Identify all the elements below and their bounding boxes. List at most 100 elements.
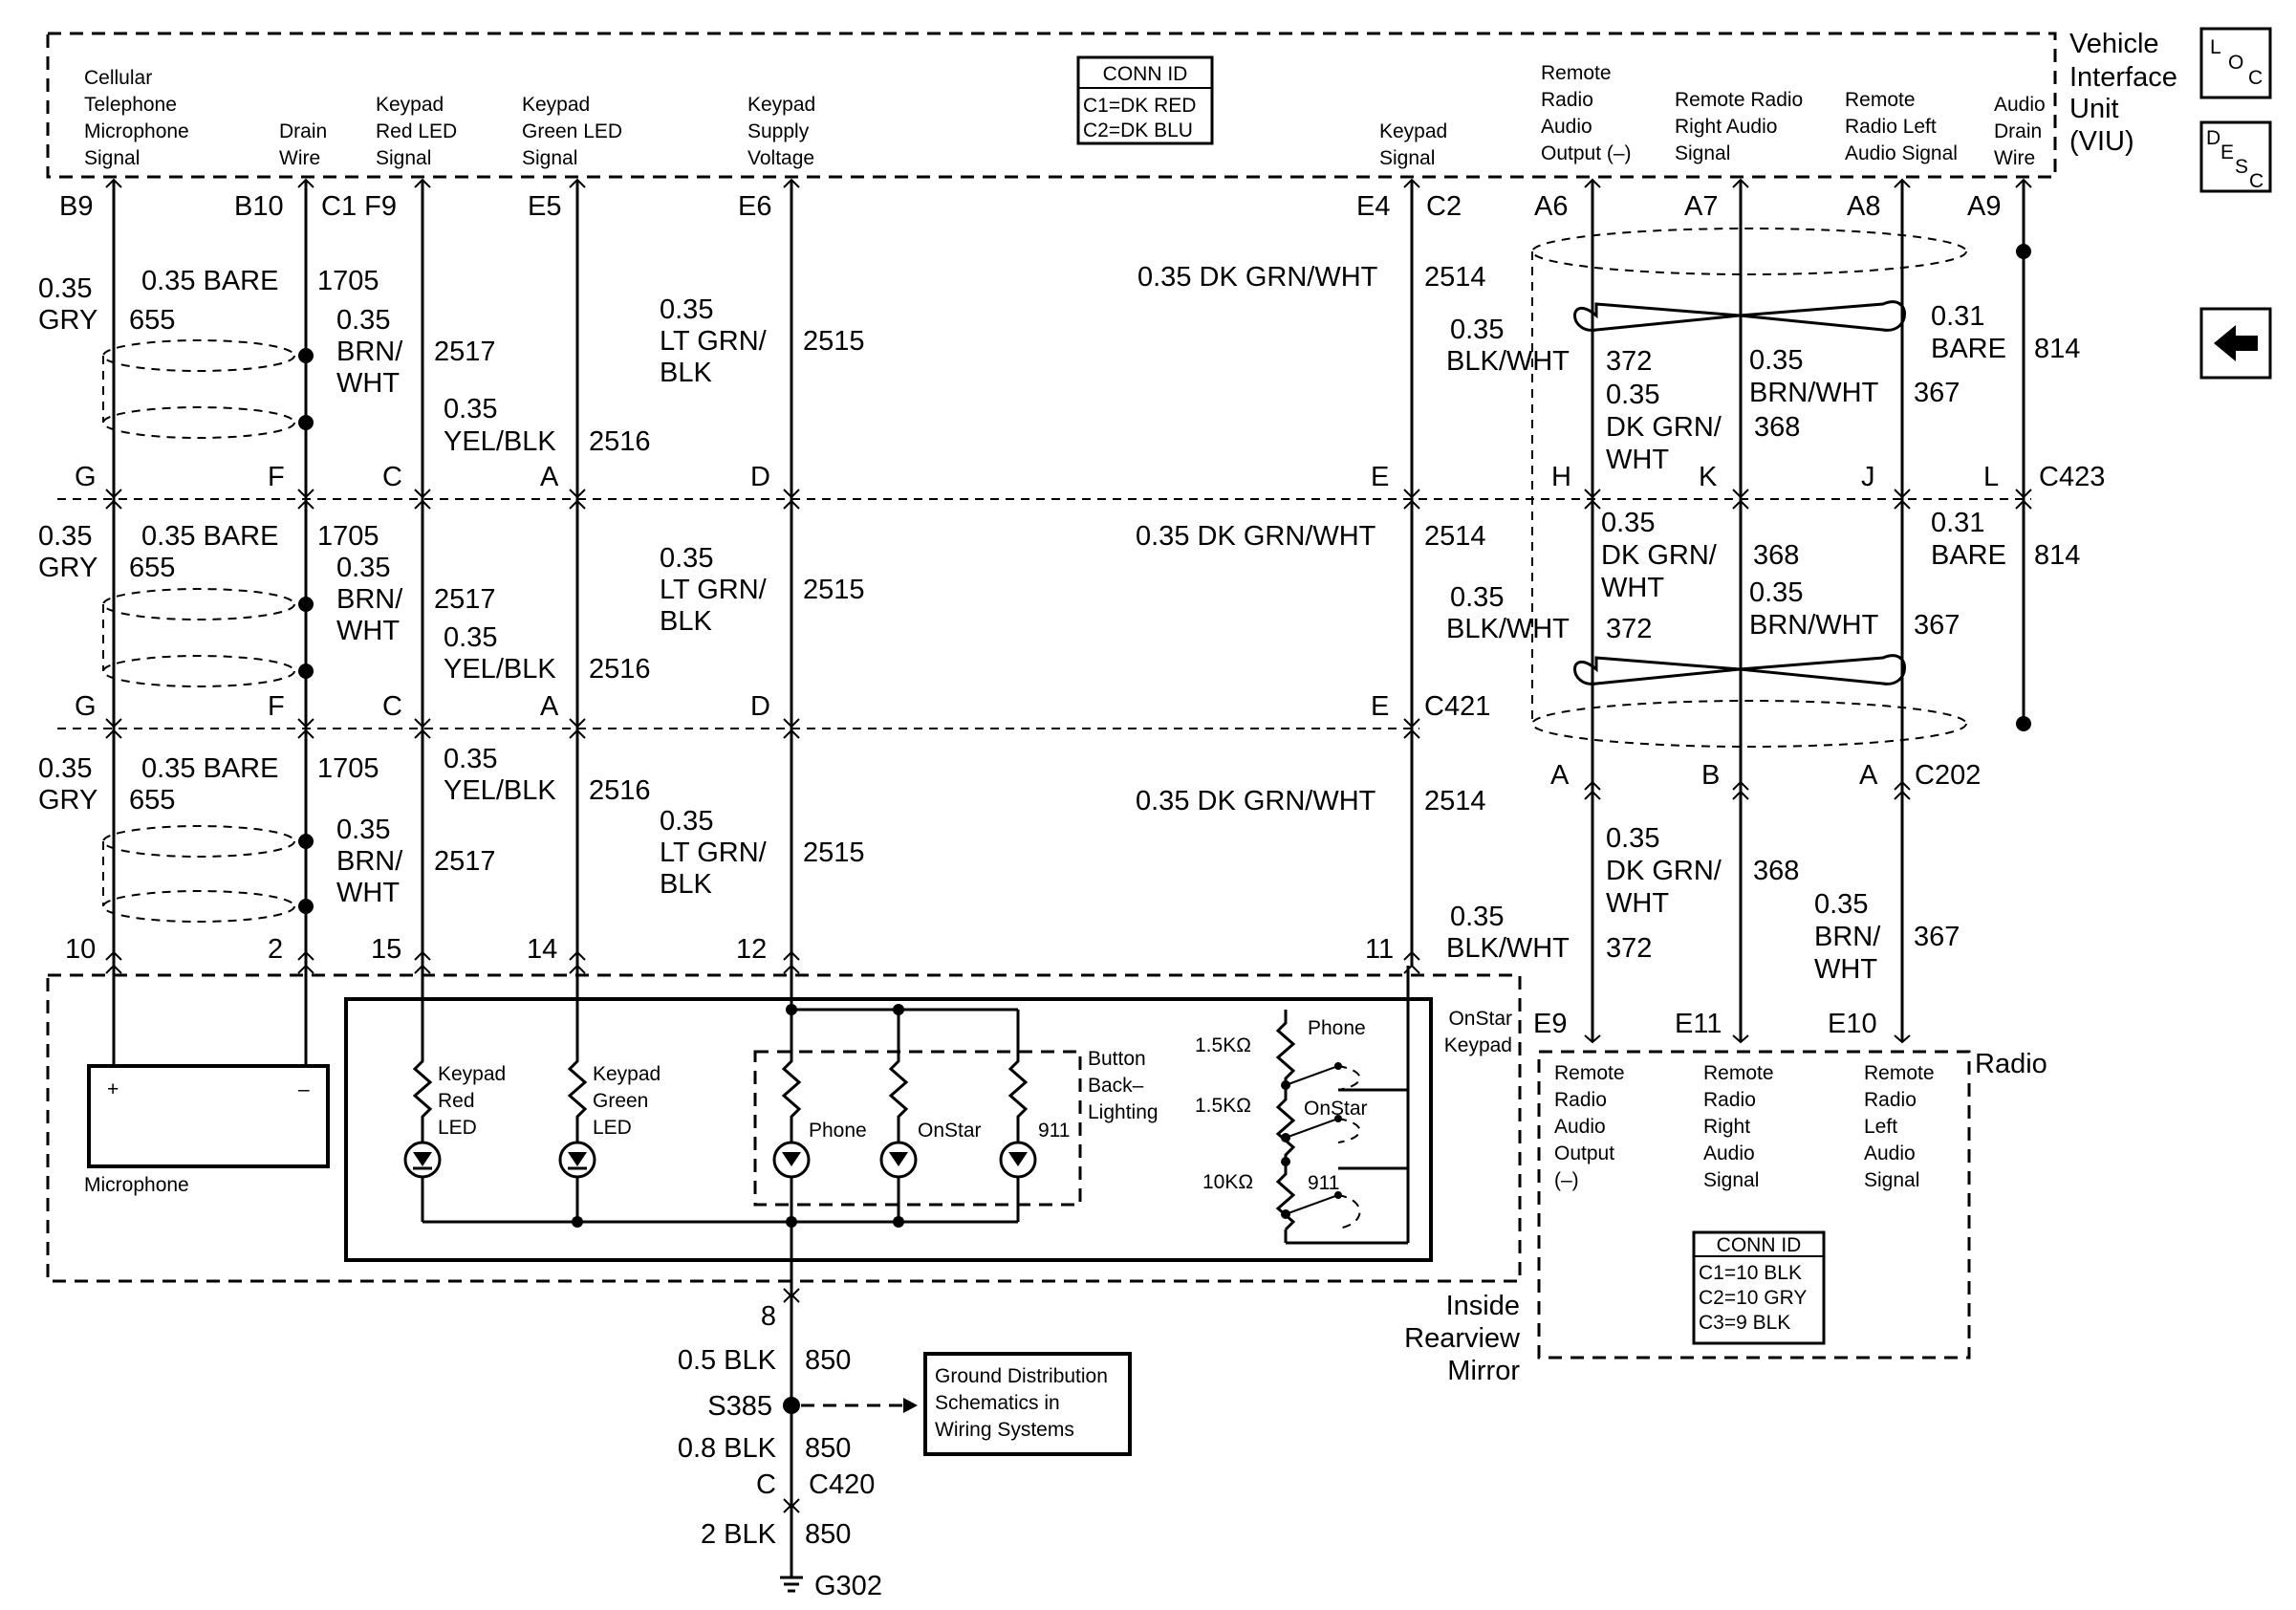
back-arrow-icon [2214,325,2258,361]
led-label: Keypad [593,1063,661,1085]
pin-id: 12 [736,934,767,965]
radio-signal-label: Output [1554,1142,1614,1164]
wire-color: 0.35 BARE [141,266,278,296]
pin-id: E [1371,691,1389,722]
pin-id: 11 [1365,934,1394,965]
conn-id-title: CONN ID [1717,1234,1802,1256]
keypad-title: Keypad [1444,1034,1512,1056]
pin-id: 15 [371,934,401,965]
wire-color: BLK [660,869,712,900]
pin-id: A6 [1534,191,1568,222]
wire-color: BARE [1931,540,2006,571]
circuit-number: 1705 [317,266,379,296]
viu-title-line-4: (VIU) [2069,126,2134,157]
wire-color: BLK/WHT [1446,614,1570,644]
desc-letter: S [2235,156,2248,178]
keypad-switch-ladder: 1.5KΩ 1.5KΩ 10KΩ Phone OnStar 911 [1195,966,1410,1245]
circuit-number: 2514 [1424,786,1486,816]
wire-size: 0.35 [1606,823,1659,854]
wire-color: DK GRN/ [1606,856,1722,886]
wire-size: 0.31 [1931,508,1984,538]
desc-button[interactable]: D E S C [2199,120,2272,193]
wire-color: YEL/BLK [444,775,556,806]
signal-label: Signal [1379,147,1435,169]
viu-module: Vehicle Interface Unit (VIU) Cellular Te… [46,29,2177,222]
switch-label: Phone [1308,1017,1366,1039]
wire-color: LT GRN/ [660,575,768,605]
circuit-number: 372 [1606,346,1652,377]
pin-id: K [1699,462,1718,492]
wire-size: 0.35 [38,273,92,304]
backlight-led-phone: Phone [772,966,867,1222]
circuit-number: 2517 [434,846,496,877]
pin-id: A8 [1847,191,1880,222]
viu-conn-id-box: CONN ID C1=DK RED C2=DK BLU [1076,55,1214,145]
back-button[interactable] [2199,307,2272,380]
pin-id: E [1371,462,1389,492]
pin-id: E11 [1675,1009,1722,1039]
radio-conn-id-box: CONN ID C1=10 BLK C2=10 GRY C3=9 BLK [1692,1230,1826,1345]
radio-signal-label: Audio [1554,1116,1606,1138]
pin-id: A [540,691,559,722]
switch-label: OnStar [1304,1098,1368,1120]
pin-id: E6 [738,191,771,222]
green-led: Keypad Green LED [558,966,661,1222]
wire-color: BLK [660,606,712,637]
circuit-number: 367 [1914,378,1960,408]
signal-label: Cellular [84,67,152,89]
pin-id: B9 [59,191,93,222]
circuit-number: 655 [129,305,175,336]
backlighting-label: Lighting [1088,1101,1159,1123]
wire-size: 0.35 [444,622,497,653]
wire-size: 0.35 [1814,889,1868,920]
splice-dot [783,1397,800,1414]
loc-button[interactable]: L O C [2199,27,2272,99]
wire-size-color: 0.5 BLK [678,1345,777,1376]
signal-label: Radio Left [1845,116,1937,138]
radio-signal-label: Remote [1703,1062,1774,1084]
keypad-title: OnStar [1448,1008,1512,1030]
segment-1-labels: 0.35 GRY 655 0.35 BARE 1705 0.35 BRN/ WH… [38,262,2080,475]
viu-title-line-3: Unit [2069,94,2119,124]
wire-size: 0.31 [1931,301,1984,332]
pin-id: 10 [65,934,96,965]
viu-boundary [46,32,2057,179]
radio-signal-label: Left [1864,1116,1897,1138]
wire-color: BRN/ [1814,922,1881,952]
switch-label: 911 [1308,1172,1339,1194]
wire-color: YEL/BLK [444,654,556,685]
radio-signal-label: Radio [1864,1089,1917,1111]
mirror-module: Inside Rearview Mirror OnStar Keypad + –… [46,966,1522,1386]
conn-id-row: C1=10 BLK [1699,1262,1802,1284]
loc-letter: C [2248,67,2263,89]
signal-label: Audio [1994,94,2046,116]
radio-signal-label: Remote [1554,1062,1625,1084]
wire-size-color: 0.8 BLK [678,1433,777,1464]
loc-letter: O [2228,52,2243,74]
pin-id: E4 [1356,191,1390,222]
radio-signal-label: Remote [1864,1062,1935,1084]
circuit-number: 2516 [589,654,651,685]
c202-pin-labels: A B A C202 [1550,760,1981,791]
link-label: Ground Distribution [935,1365,1108,1387]
signal-label: Signal [376,147,431,169]
radio-signal-label: Signal [1864,1169,1919,1191]
radio-signal-label: Signal [1703,1169,1759,1191]
wire-color: BRN/WHT [1749,378,1879,408]
viu-pin-ids: B9 B10 C1 F9 E5 E6 E4 C2 A6 A7 A8 A9 [59,191,2001,222]
microphone: + – Microphone [84,1042,330,1196]
circuit-number: 2514 [1424,262,1486,293]
pin-id: 14 [527,934,557,965]
pin-id: E5 [528,191,561,222]
signal-label: Supply [747,120,810,142]
ground-icon [780,1576,803,1593]
pin-id: C [382,462,402,492]
pin-id: 8 [761,1301,776,1332]
led-label: Keypad [438,1063,506,1085]
circuit-number: 372 [1606,933,1652,964]
pin-id: H [1551,462,1571,492]
pin-id: B10 [234,191,284,222]
circuit-number: 850 [805,1433,851,1464]
wire-size: 0.35 [336,815,390,845]
ground-distribution-link[interactable]: Ground Distribution Schematics in Wiring… [923,1352,1132,1456]
